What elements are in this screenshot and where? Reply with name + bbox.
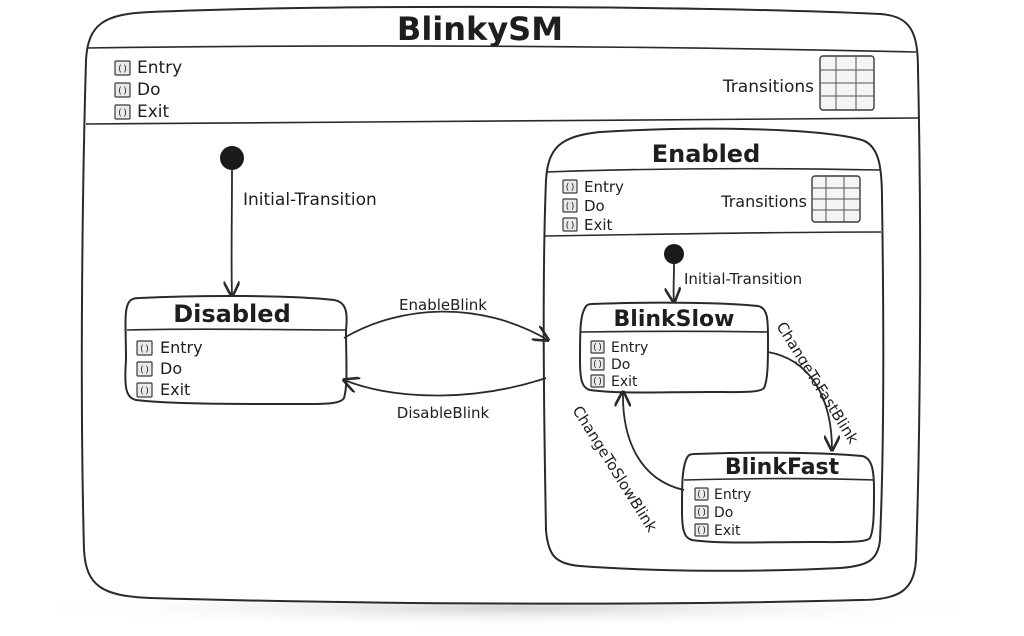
disabled-activity-entry[interactable]: () Entry bbox=[136, 338, 203, 357]
svg-text:Do: Do bbox=[611, 357, 630, 373]
svg-text:(): () bbox=[696, 490, 707, 500]
blinkfast-activity-entry[interactable]: () Entry bbox=[694, 487, 751, 503]
disable-blink-edge[interactable] bbox=[344, 378, 547, 397]
svg-text:(): () bbox=[696, 508, 707, 518]
change-to-slow-edge[interactable] bbox=[623, 392, 685, 491]
svg-text:Entry: Entry bbox=[611, 340, 648, 356]
grid-table-icon bbox=[819, 55, 875, 111]
activity-do[interactable]: () Do bbox=[114, 80, 161, 100]
blinkfast-activity-exit[interactable]: () Exit bbox=[694, 523, 741, 539]
activity-do-icon bbox=[562, 198, 578, 213]
state-disabled-title: Disabled bbox=[173, 300, 291, 328]
activity-exit-icon bbox=[136, 382, 153, 398]
activity-do-icon bbox=[114, 82, 131, 98]
svg-text:(): () bbox=[565, 202, 576, 212]
state-blinkslow-frame bbox=[578, 301, 769, 394]
activity-entry-icon bbox=[136, 340, 153, 356]
activity-entry-icon bbox=[694, 487, 709, 501]
svg-text:(): () bbox=[565, 221, 576, 231]
enabled-activity-entry[interactable]: () Entry bbox=[562, 178, 624, 196]
state-blinkfast[interactable]: BlinkFast () Entry () Do () Exit bbox=[680, 451, 876, 544]
state-disabled[interactable]: Disabled () Entry () Do () Exit bbox=[124, 294, 348, 406]
enabled-title-divider bbox=[545, 167, 881, 173]
blinkslow-activity-exit[interactable]: () Exit bbox=[590, 374, 638, 390]
svg-text:(): () bbox=[592, 360, 603, 370]
grid-table-icon bbox=[811, 175, 861, 223]
activity-exit-icon bbox=[114, 104, 131, 120]
enabled-activities-divider bbox=[544, 231, 882, 237]
svg-text:(): () bbox=[592, 343, 603, 353]
enabled-activity-do[interactable]: () Do bbox=[562, 197, 605, 215]
activity-exit-icon bbox=[590, 374, 605, 388]
enabled-activity-exit[interactable]: () Exit bbox=[562, 216, 613, 234]
activity-do-icon bbox=[590, 357, 605, 371]
svg-text:(): () bbox=[117, 109, 128, 119]
activity-do-icon bbox=[136, 361, 153, 377]
state-enabled[interactable]: Enabled () Entry () Do () Exit Transitio… bbox=[542, 127, 885, 572]
svg-text:Exit: Exit bbox=[160, 380, 190, 399]
svg-text:Entry: Entry bbox=[584, 178, 624, 196]
state-enabled-title: Enabled bbox=[652, 140, 761, 168]
state-blinkslow-divider bbox=[580, 330, 769, 333]
activity-entry[interactable]: () Entry bbox=[114, 58, 182, 78]
initial-transition-label: Initial-Transition bbox=[243, 190, 377, 210]
state-disabled-divider bbox=[126, 328, 347, 331]
initial-state-dot[interactable] bbox=[220, 146, 244, 170]
svg-text:Do: Do bbox=[160, 359, 182, 378]
svg-text:(): () bbox=[139, 345, 150, 355]
activity-entry-icon bbox=[590, 340, 605, 354]
enable-blink-label: EnableBlink bbox=[399, 296, 487, 314]
state-machine-title: BlinkySM bbox=[397, 10, 563, 48]
blinkslow-activity-entry[interactable]: () Entry bbox=[590, 340, 648, 356]
state-blinkfast-title: BlinkFast bbox=[725, 455, 840, 480]
state-disabled-frame bbox=[124, 294, 348, 406]
activity-exit-label: Exit bbox=[137, 102, 170, 122]
enabled-initial-transition-label: Initial-Transition bbox=[684, 270, 802, 288]
svg-text:Entry: Entry bbox=[714, 487, 751, 503]
svg-text:Do: Do bbox=[714, 505, 733, 521]
activity-exit[interactable]: () Exit bbox=[114, 102, 170, 122]
enable-blink-edge[interactable] bbox=[343, 310, 548, 340]
svg-text:Do: Do bbox=[584, 197, 605, 215]
activity-exit-icon bbox=[562, 217, 578, 232]
title-divider bbox=[87, 45, 917, 53]
svg-text:(): () bbox=[565, 183, 576, 193]
activity-do-label: Do bbox=[137, 80, 161, 100]
disabled-activity-exit[interactable]: () Exit bbox=[136, 380, 190, 399]
activity-entry-icon bbox=[114, 60, 131, 76]
svg-text:Exit: Exit bbox=[584, 216, 613, 234]
activity-do-icon bbox=[694, 505, 709, 519]
state-blinkfast-divider bbox=[683, 477, 875, 481]
svg-text:(): () bbox=[592, 377, 603, 387]
enabled-transitions-label: Transitions bbox=[720, 192, 807, 211]
svg-text:(): () bbox=[139, 387, 150, 397]
enabled-transitions-table-button[interactable]: Transitions bbox=[720, 175, 861, 223]
activity-exit-icon bbox=[694, 523, 709, 537]
svg-text:Exit: Exit bbox=[714, 523, 741, 539]
change-to-fast-edge[interactable] bbox=[767, 351, 832, 450]
svg-text:Exit: Exit bbox=[611, 374, 638, 390]
activity-entry-icon bbox=[562, 179, 578, 194]
state-blinkslow-title: BlinkSlow bbox=[614, 307, 735, 332]
blinkfast-activity-do[interactable]: () Do bbox=[694, 505, 733, 521]
state-blinkfast-frame bbox=[680, 451, 876, 544]
svg-text:Entry: Entry bbox=[160, 338, 203, 357]
disabled-activity-do[interactable]: () Do bbox=[136, 359, 182, 378]
transitions-table-button[interactable]: Transitions bbox=[722, 55, 875, 111]
blinkslow-activity-do[interactable]: () Do bbox=[590, 357, 630, 373]
svg-text:(): () bbox=[139, 366, 150, 376]
svg-text:(): () bbox=[117, 65, 128, 75]
transitions-label: Transitions bbox=[722, 77, 814, 97]
disable-blink-label: DisableBlink bbox=[397, 404, 490, 422]
svg-text:(): () bbox=[696, 526, 707, 536]
svg-text:(): () bbox=[117, 87, 128, 97]
state-blinkslow[interactable]: BlinkSlow () Entry () Do () Exit bbox=[578, 301, 769, 394]
enabled-initial-state-dot[interactable] bbox=[664, 244, 684, 264]
activity-entry-label: Entry bbox=[137, 58, 182, 78]
